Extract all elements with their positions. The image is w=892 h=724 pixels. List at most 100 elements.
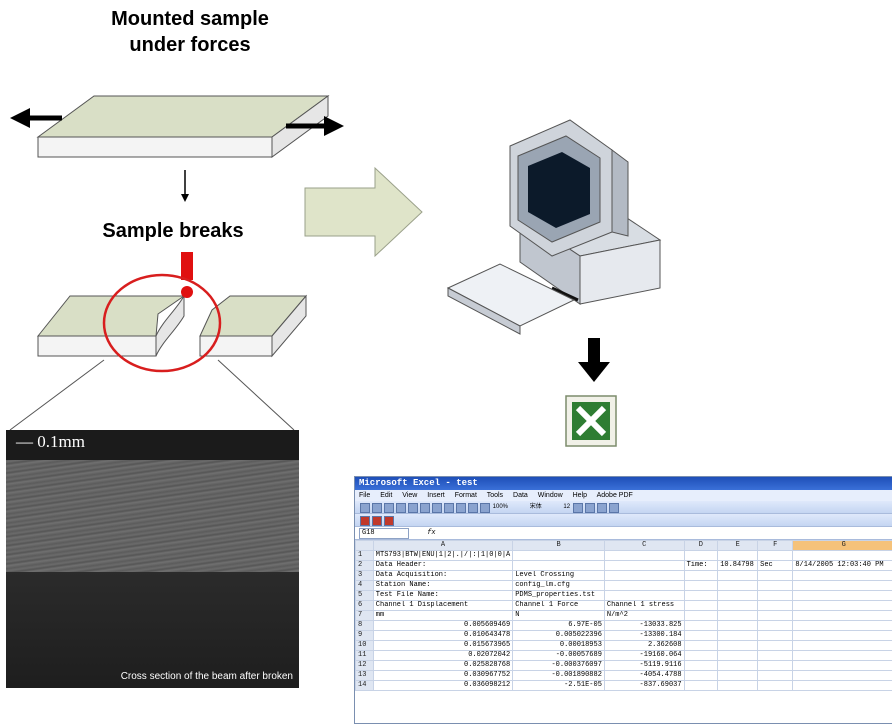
cell[interactable]	[683, 670, 719, 681]
cell[interactable]: -0.000376097	[512, 660, 605, 671]
cell[interactable]	[717, 640, 759, 651]
cell[interactable]: -2.51E-05	[512, 680, 605, 691]
row-header[interactable]: 13	[355, 670, 374, 681]
row-header[interactable]: 10	[355, 640, 374, 651]
cell[interactable]	[683, 680, 719, 691]
cell[interactable]	[683, 630, 719, 641]
cell[interactable]	[683, 640, 719, 651]
row-header[interactable]: 2	[355, 560, 374, 571]
cell[interactable]	[603, 570, 685, 581]
cell[interactable]: -4054.4788	[603, 670, 685, 681]
column-header[interactable]: D	[683, 540, 719, 551]
cut-icon[interactable]	[408, 503, 418, 513]
cell[interactable]: 6.97E-05	[512, 620, 605, 631]
cell[interactable]	[603, 590, 685, 601]
cell[interactable]	[683, 590, 719, 601]
cell[interactable]	[792, 590, 892, 601]
cell[interactable]: 0.02072042	[372, 650, 514, 661]
cell[interactable]	[717, 600, 759, 611]
cell[interactable]	[683, 610, 719, 621]
menu-insert[interactable]: Insert	[427, 492, 445, 499]
column-header-selected[interactable]: G	[792, 540, 892, 551]
cell[interactable]: mm	[372, 610, 514, 621]
cell[interactable]: -19160.064	[603, 650, 685, 661]
cell[interactable]: 0.005022396	[512, 630, 605, 641]
cell[interactable]: N/m^2	[603, 610, 685, 621]
cell[interactable]	[757, 650, 794, 661]
menu-help[interactable]: Help	[572, 492, 588, 499]
cell[interactable]	[717, 570, 759, 581]
open-icon[interactable]	[372, 503, 382, 513]
cell[interactable]	[757, 610, 794, 621]
column-header[interactable]: B	[512, 540, 605, 551]
pdf-icon[interactable]	[360, 516, 370, 526]
cell[interactable]	[792, 650, 892, 661]
cell[interactable]: 0.030967752	[372, 670, 514, 681]
cell[interactable]	[757, 580, 794, 591]
cell[interactable]	[717, 650, 759, 661]
cell[interactable]	[603, 580, 685, 591]
cell[interactable]	[757, 550, 794, 561]
cell[interactable]	[792, 680, 892, 691]
print-icon[interactable]	[396, 503, 406, 513]
column-header[interactable]: F	[757, 540, 794, 551]
cell[interactable]: Channel 1 stress	[603, 600, 685, 611]
cell[interactable]: Channel 1 Displacement	[372, 600, 514, 611]
cell[interactable]: MTS793|BTW|ENU|1|2|.|/|:|1|0|0|A	[372, 550, 514, 561]
copy-icon[interactable]	[420, 503, 430, 513]
cell[interactable]	[717, 590, 759, 601]
cell[interactable]	[792, 660, 892, 671]
cell[interactable]	[757, 670, 794, 681]
cell[interactable]	[512, 560, 605, 571]
menu-edit[interactable]: Edit	[380, 492, 393, 499]
name-box[interactable]: G18	[359, 528, 409, 539]
cell[interactable]	[792, 610, 892, 621]
cell[interactable]	[757, 630, 794, 641]
italic-icon[interactable]	[584, 503, 595, 513]
cell[interactable]	[683, 660, 719, 671]
cell[interactable]: Channel 1 Force	[512, 600, 605, 611]
cell[interactable]	[717, 670, 759, 681]
row-header[interactable]: 9	[355, 630, 374, 641]
align-icon[interactable]	[608, 503, 619, 513]
cell[interactable]	[717, 630, 759, 641]
cell[interactable]: 8/14/2005 12:03:40 PM	[792, 560, 892, 571]
menu-adobe-pdf[interactable]: Adobe PDF	[596, 492, 633, 499]
cell[interactable]: -0.00057689	[512, 650, 605, 661]
column-header[interactable]: C	[603, 540, 685, 551]
cell[interactable]: -0.001890882	[512, 670, 605, 681]
cell[interactable]	[717, 660, 759, 671]
paste-icon[interactable]	[432, 503, 442, 513]
cell[interactable]	[792, 640, 892, 651]
menu-window[interactable]: Window	[537, 492, 563, 499]
cell[interactable]	[757, 570, 794, 581]
cell[interactable]: 0.005609469	[372, 620, 514, 631]
cell[interactable]: N	[512, 610, 605, 621]
chart-icon[interactable]	[480, 503, 490, 513]
cell[interactable]: Data Header:	[372, 560, 514, 571]
menu-view[interactable]: View	[402, 492, 418, 499]
underline-icon[interactable]	[596, 503, 607, 513]
cell[interactable]: Station Name:	[372, 580, 514, 591]
row-header[interactable]: 8	[355, 620, 374, 631]
menu-format[interactable]: Format	[454, 492, 477, 499]
cell[interactable]: Level Crossing	[512, 570, 605, 581]
row-header[interactable]: 3	[355, 570, 374, 581]
sum-icon[interactable]	[456, 503, 466, 513]
cell[interactable]: 0.010643478	[372, 630, 514, 641]
font-name-select[interactable]: 宋体	[529, 504, 542, 510]
row-header[interactable]: 1	[355, 550, 374, 561]
pdf-mail-icon[interactable]	[372, 516, 382, 526]
cell[interactable]	[717, 680, 759, 691]
cell[interactable]	[683, 650, 719, 661]
menu-file[interactable]: File	[359, 492, 371, 499]
row-header[interactable]: 11	[355, 650, 374, 661]
cell[interactable]	[792, 670, 892, 681]
font-size-select[interactable]: 12	[563, 504, 571, 510]
cell[interactable]: 10.84798	[717, 560, 759, 571]
cell[interactable]	[683, 570, 719, 581]
row-header[interactable]: 5	[355, 590, 374, 601]
row-header[interactable]: 14	[355, 680, 374, 691]
row-header[interactable]: 7	[355, 610, 374, 621]
select-all-corner[interactable]	[355, 540, 374, 551]
